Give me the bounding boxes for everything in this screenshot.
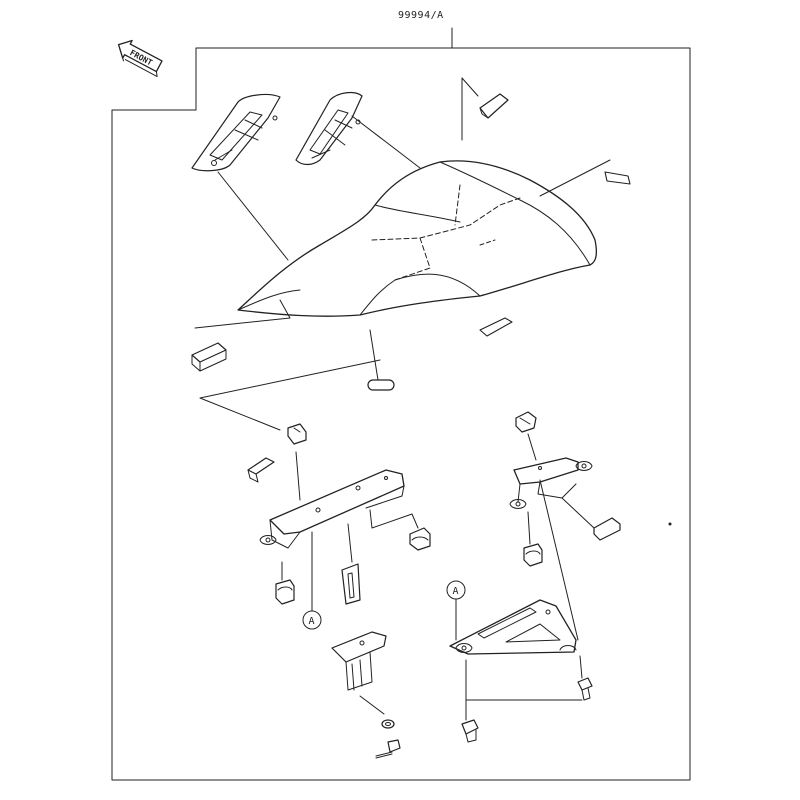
- bolt-bottom: [375, 739, 401, 759]
- leader-line: [351, 115, 421, 169]
- pad-left: [247, 457, 275, 483]
- pad-right: [593, 517, 621, 541]
- leader-line: [347, 523, 353, 563]
- rubber-pad: [479, 93, 509, 119]
- seat-cowl: [237, 160, 597, 317]
- leader-line: [461, 77, 479, 97]
- bolt-center: [461, 719, 479, 743]
- bolt-right: [577, 677, 593, 701]
- leader-line: [369, 509, 419, 529]
- triangular-plate: [449, 599, 577, 655]
- leader-line: [579, 655, 583, 679]
- clip-nut-left: [287, 423, 307, 445]
- leader-line: [359, 695, 385, 715]
- left-mount-plate: [191, 93, 281, 172]
- rubber-block: [191, 342, 227, 372]
- callout-a-left: A: [302, 610, 322, 630]
- leader-line: [217, 171, 289, 261]
- mid-stay-bracket: [331, 631, 387, 691]
- clip-nut-right: [515, 411, 537, 433]
- front-arrow-icon: FRONT: [117, 39, 163, 78]
- leader-line: [199, 359, 381, 431]
- clip: [604, 171, 631, 185]
- nut-right: [523, 543, 543, 567]
- callout-a-left-label: A: [309, 616, 315, 627]
- left-seat-bracket: [259, 469, 405, 549]
- pad: [479, 317, 513, 337]
- right-mount-plate: [295, 91, 363, 166]
- leader-line: [194, 299, 291, 329]
- nut-left-bracket: [409, 527, 431, 551]
- dot: [668, 522, 672, 526]
- leader-line: [539, 479, 579, 641]
- leader-line: [539, 159, 611, 197]
- callout-a-right-label: A: [453, 586, 459, 597]
- callout-a-right: A: [446, 580, 466, 600]
- leader-line: [369, 329, 379, 381]
- leader-line: [561, 497, 595, 529]
- small-l-bracket: [341, 563, 361, 605]
- right-seat-bracket: [509, 457, 593, 509]
- frame-border: [111, 47, 691, 781]
- diagram-reference-code: 99994/A: [398, 10, 444, 21]
- nut-bottom-left: [275, 579, 295, 605]
- washer: [381, 719, 395, 729]
- leader-line: [527, 433, 537, 461]
- leader-line: [295, 451, 301, 501]
- oval-pad: [367, 379, 395, 391]
- leader-line: [527, 511, 531, 545]
